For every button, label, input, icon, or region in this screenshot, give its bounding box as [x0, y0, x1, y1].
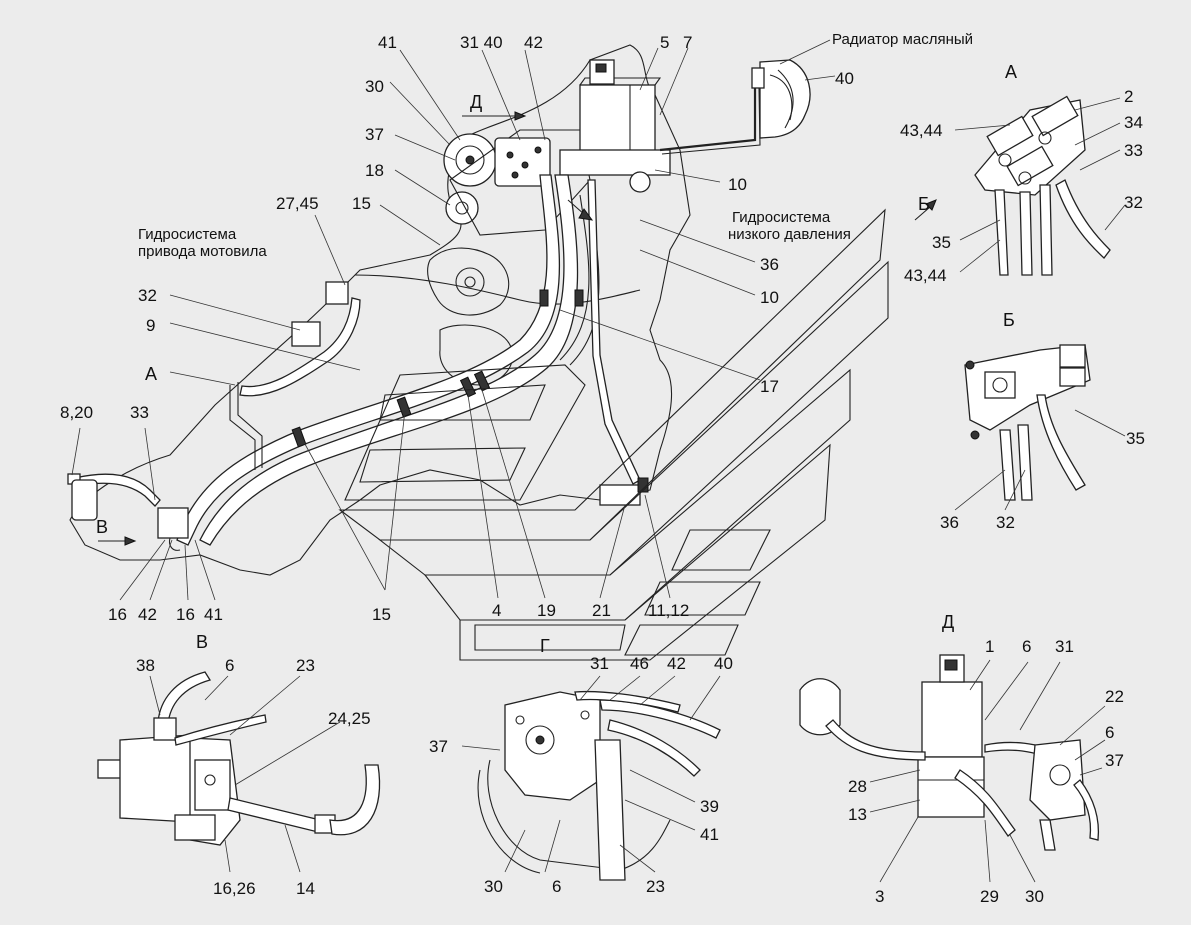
view-arrow-g: Г — [540, 636, 550, 656]
view-a-callout-2: 2 — [1124, 87, 1133, 106]
view-d-callout-6-top: 6 — [1022, 637, 1031, 656]
callout-30: 30 — [365, 77, 384, 96]
callout-9: 9 — [146, 316, 155, 335]
view-arrow-v: В — [96, 517, 108, 537]
callout-21: 21 — [592, 601, 611, 620]
view-d-callout-1: 1 — [985, 637, 994, 656]
callout-10-bottom: 10 — [760, 288, 779, 307]
callout-37: 37 — [365, 125, 384, 144]
view-arrow-b: Б — [918, 194, 930, 214]
callout-18: 18 — [365, 161, 384, 180]
callout-10-top: 10 — [728, 175, 747, 194]
view-g-callout-39: 39 — [700, 797, 719, 816]
view-g-callout-40: 40 — [714, 654, 733, 673]
view-a-detail: А Б 2 43,44 34 33 32 35 43,44 — [900, 62, 1143, 285]
caption-oil-radiator: Радиатор масляный — [832, 31, 973, 48]
view-d-detail: Д 1 6 31 22 6 37 28 13 3 29 30 — [799, 612, 1124, 906]
view-d-callout-29: 29 — [980, 887, 999, 906]
callout-7: 7 — [683, 33, 692, 52]
view-g-detail: 31 46 42 40 37 39 41 30 6 23 — [429, 654, 733, 896]
view-a-callout-43-44-bottom: 43,44 — [904, 266, 947, 285]
callout-5: 5 — [660, 33, 669, 52]
view-g-callout-23: 23 — [646, 877, 665, 896]
view-v-callout-14: 14 — [296, 879, 315, 898]
callout-27-45: 27,45 — [276, 194, 319, 213]
view-d-callout-28: 28 — [848, 777, 867, 796]
view-g-callout-6: 6 — [552, 877, 561, 896]
view-v-title: В — [196, 632, 208, 652]
callout-41-left: 41 — [204, 605, 223, 624]
view-v-callout-24-25: 24,25 — [328, 709, 371, 728]
main-callouts: 41 31 40 42 5 7 30 37 18 27,45 15 10 36 … — [60, 31, 973, 656]
view-d-callout-31: 31 — [1055, 637, 1074, 656]
view-g-callout-41: 41 — [700, 825, 719, 844]
view-d-callout-3: 3 — [875, 887, 884, 906]
callout-42: 42 — [524, 33, 543, 52]
view-g-callout-42: 42 — [667, 654, 686, 673]
view-v-detail: В 38 6 23 24,25 16,26 14 — [97, 632, 381, 898]
caption-reel-hydraulics-2: привода мотовила — [138, 243, 267, 260]
view-b-callout-35: 35 — [1126, 429, 1145, 448]
view-a-callout-35: 35 — [932, 233, 951, 252]
view-arrow-a: А — [145, 364, 157, 384]
callout-41: 41 — [378, 33, 397, 52]
view-v-callout-16-26: 16,26 — [213, 879, 256, 898]
callout-11-12: 11,12 — [648, 601, 689, 620]
caption-reel-hydraulics-1: Гидросистема — [138, 226, 237, 243]
view-d-callout-6-right: 6 — [1105, 723, 1114, 742]
view-g-callout-37: 37 — [429, 737, 448, 756]
caption-low-pressure-1: Гидросистема — [732, 209, 831, 226]
view-g-callout-30: 30 — [484, 877, 503, 896]
callout-19: 19 — [537, 601, 556, 620]
callout-36: 36 — [760, 255, 779, 274]
view-d-callout-22: 22 — [1105, 687, 1124, 706]
view-g-callout-46: 46 — [630, 654, 649, 673]
callout-32: 32 — [138, 286, 157, 305]
view-d-title: Д — [942, 612, 954, 632]
callout-15-bottom: 15 — [372, 605, 391, 624]
callout-33: 33 — [130, 403, 149, 422]
callout-31-40: 31 40 — [460, 33, 503, 52]
view-d-callout-30: 30 — [1025, 887, 1044, 906]
view-g-callout-31: 31 — [590, 654, 609, 673]
view-b-callout-36: 36 — [940, 513, 959, 532]
callout-4: 4 — [492, 601, 501, 620]
view-v-callout-6: 6 — [225, 656, 234, 675]
callout-42-left: 42 — [138, 605, 157, 624]
callout-16-left: 16 — [108, 605, 127, 624]
view-v-callout-23: 23 — [296, 656, 315, 675]
view-v-callout-38: 38 — [136, 656, 155, 675]
view-a-callout-34: 34 — [1124, 113, 1143, 132]
view-d-callout-37: 37 — [1105, 751, 1124, 770]
view-arrow-d: Д — [470, 92, 482, 112]
view-a-callout-33: 33 — [1124, 141, 1143, 160]
callout-15-top: 15 — [352, 194, 371, 213]
main-assembly-view — [67, 39, 889, 661]
view-a-callout-43-44-top: 43,44 — [900, 121, 943, 140]
callout-17: 17 — [760, 377, 779, 396]
view-b-detail: Б 35 36 32 — [940, 310, 1145, 532]
view-d-callout-13: 13 — [848, 805, 867, 824]
callout-8-20: 8,20 — [60, 403, 93, 422]
callout-40-radiator: 40 — [835, 69, 854, 88]
view-a-title: А — [1005, 62, 1017, 82]
caption-low-pressure-2: низкого давления — [728, 226, 851, 243]
callout-16-right: 16 — [176, 605, 195, 624]
view-b-title: Б — [1003, 310, 1015, 330]
view-b-callout-32: 32 — [996, 513, 1015, 532]
view-a-callout-32: 32 — [1124, 193, 1143, 212]
